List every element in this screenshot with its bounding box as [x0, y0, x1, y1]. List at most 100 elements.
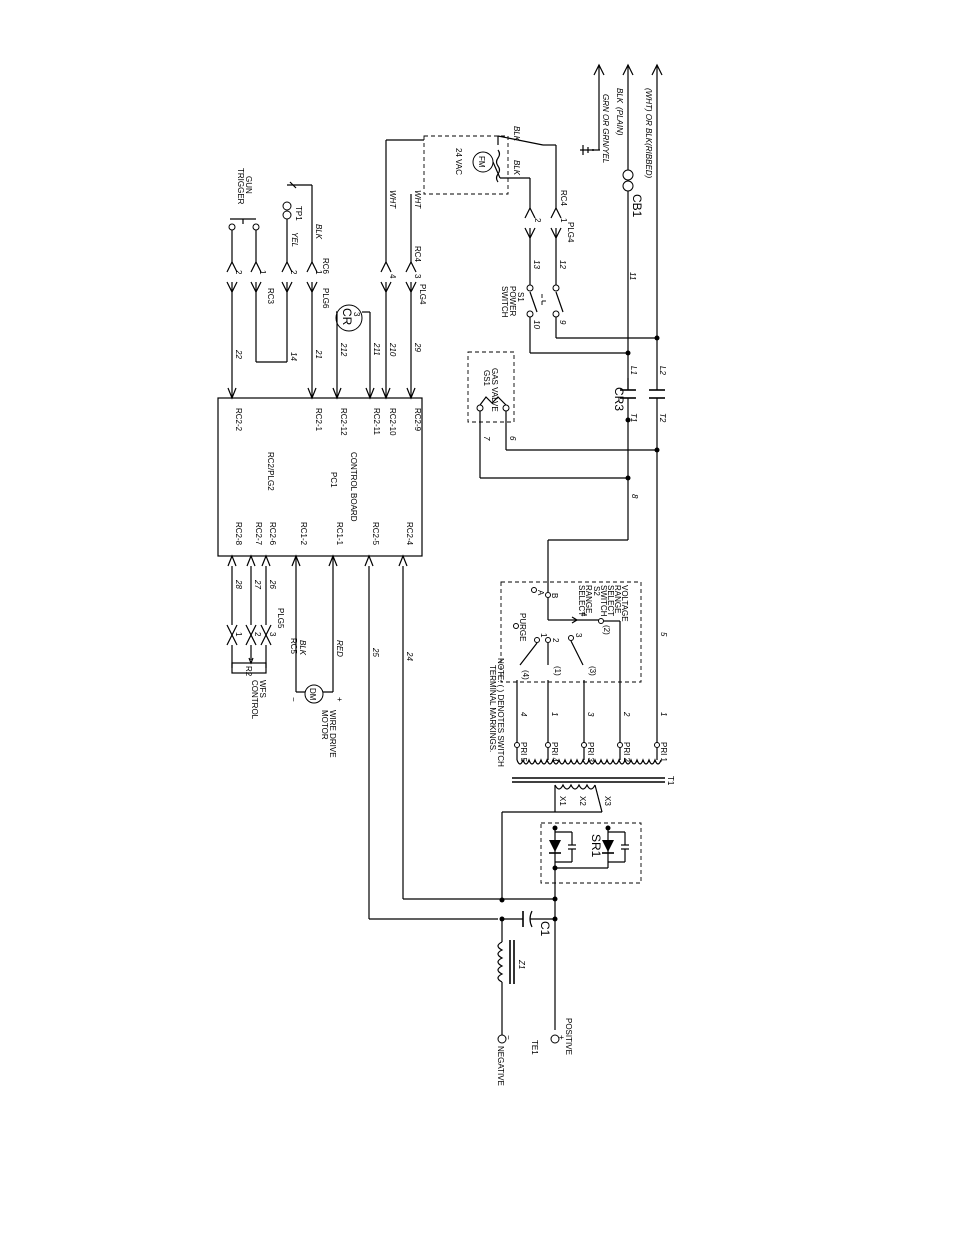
plg4-label: PLG4	[418, 284, 427, 305]
pri-wire-1b: 1	[550, 712, 559, 716]
tp1-lead-blk: BLK	[314, 224, 323, 240]
pri3-label: PRI 3	[586, 742, 595, 763]
dm-label: DM	[308, 688, 317, 701]
pin-rc2-10: RC2-10	[388, 408, 397, 436]
pin-rc2-7: RC2-7	[254, 522, 263, 546]
gas-valve-title: GAS VALVE	[490, 368, 499, 412]
rc6-pin1-label: 1	[314, 270, 323, 275]
neg-terminal-sign: −	[504, 1035, 513, 1040]
pin-rc2-9: RC2-9	[413, 408, 422, 432]
x3-label: X3	[603, 796, 612, 806]
s1-label: S1	[516, 292, 525, 302]
pri2-label: PRI 2	[622, 742, 631, 763]
note-line2: TERMINAL MARKINGS.	[488, 665, 497, 752]
l2-type-label: (PLAIN)	[615, 107, 624, 136]
term-1-label: (1)	[553, 666, 562, 676]
wfs-control: 1 2 3 RC5 PLG5 R2 WFS CONTROL 28 27 26	[226, 566, 298, 720]
gun-trigger-circuit: GUN TRIGGER 2 1 RC3 22 14	[226, 168, 298, 398]
wire-212-label: 212	[339, 342, 348, 357]
relay-label-number: 3	[352, 312, 361, 317]
rc5-pin2-label: 2	[253, 632, 262, 637]
term-3-label: (3)	[588, 666, 597, 676]
pri-wire-4: 4	[519, 712, 528, 717]
fan-lead-wht2: WHT	[413, 190, 422, 209]
pc1-label: PC1	[329, 472, 338, 488]
motor-lead-red: RED	[335, 640, 344, 657]
power-switch-title2: SWITCH	[500, 286, 509, 318]
wire-9-label: 9	[558, 320, 567, 325]
pri5-label: PRI 5	[519, 742, 528, 763]
incoming-power: GRN OR GRN/YEL BLK (PLAIN) (WHT) OR BLK(…	[580, 63, 667, 390]
gs1-label: GS1	[482, 370, 491, 387]
motor-plus: +	[335, 697, 344, 702]
fan-lead-blk1: BLK	[512, 126, 521, 142]
l1-color-label: (WHT) OR BLK(RIBBED)	[644, 88, 653, 179]
range-select-title1: RANGE	[584, 585, 593, 613]
term-4-label: (4)	[521, 670, 530, 680]
fan-lead-wht1: WHT	[388, 190, 397, 209]
purge-label: PURGE	[518, 613, 527, 641]
wire-28-label: 28	[234, 579, 243, 589]
pin-rc1-1: RC1-1	[335, 522, 344, 546]
plg5-label: PLG5	[276, 608, 285, 629]
positive-label: POSITIVE	[564, 1018, 573, 1055]
trigger-title: TRIGGER	[236, 168, 245, 205]
vs-title4: SWITCH	[599, 585, 608, 617]
ground-wire-label: GRN OR GRN/YEL	[601, 94, 610, 163]
wfs-title1: WFS	[258, 680, 267, 698]
voltage-select-switch: VOLTAGE RANGE SELECT SWITCH S2 RANGE SEL…	[488, 581, 642, 767]
wfs-title2: CONTROL	[250, 680, 259, 720]
relay-cr3-coil: CR 3 212 211	[335, 304, 381, 398]
r2-label: R2	[244, 666, 253, 677]
wire-t1-label: T1	[629, 413, 638, 422]
motor-lead-blk: BLK	[298, 640, 307, 656]
x2-label: X2	[578, 796, 587, 806]
rc4-label-top: RC4	[559, 190, 568, 207]
pos-b-label: B	[550, 593, 559, 598]
pin-rc2-4: RC2-4	[405, 522, 414, 546]
pin1-label-top: 1	[559, 218, 568, 223]
wire-t2-label: T2	[658, 413, 667, 423]
wire-l2-label: L2	[658, 366, 667, 375]
cb1-label: CB1	[630, 194, 644, 218]
rc6-pin2-label: 2	[289, 270, 298, 275]
gun-pin2-label: 2	[234, 270, 243, 275]
z1-label: Z1	[517, 959, 526, 969]
pin-rc2-12: RC2-12	[339, 408, 348, 436]
wire-211-label: 211	[372, 342, 381, 356]
rc5-pin1-label: 1	[234, 632, 243, 637]
plg4-label-top: PLG4	[566, 222, 575, 243]
contactor-cr3: CR3 T1 T2	[612, 335, 667, 745]
control-board: CONTROL BOARD PC1 RC2/PLG2 RC2-9 RC2-10 …	[217, 387, 423, 567]
thermal-protector: TP1 YEL BLK 2 1 RC6 PLG6 21	[281, 181, 330, 398]
gas-valve: GAS VALVE GS1 6 7 8	[467, 351, 657, 592]
rectifier-sr1: SR1	[499, 822, 642, 1030]
pin-rc2-8: RC2-8	[234, 522, 243, 546]
wire-12-label: 12	[558, 260, 567, 269]
wire-11-label: 11	[628, 272, 637, 280]
pin-rc2-11: RC2-11	[372, 408, 381, 436]
c1-label: C1	[538, 921, 552, 937]
pin-rc2-6: RC2-6	[268, 522, 277, 546]
rc6-label: RC6	[321, 258, 330, 275]
fan-voltage-label: 24 VAC	[454, 148, 463, 175]
wire-27-label: 27	[253, 579, 262, 589]
power-switch-title1: POWER	[508, 286, 517, 316]
t1-label: T1	[666, 776, 675, 786]
pos-2-label: 2	[551, 638, 560, 643]
motor-minus: −	[289, 697, 298, 702]
pin2-label-top: 2	[533, 218, 542, 223]
tp1-lead-yel: YEL	[290, 232, 299, 247]
motor-title2: MOTOR	[320, 710, 329, 740]
pin4-label: 4	[388, 274, 397, 279]
wire-210-label: 210	[388, 342, 397, 357]
motor-title1: WIRE DRIVE	[328, 710, 337, 758]
wire-21-label: 21	[314, 349, 323, 359]
pin-rc2-2: RC2-2	[234, 408, 243, 432]
term-2-label: (2)	[602, 625, 611, 635]
wire-29-label: 29	[413, 342, 422, 352]
fan-lead-blk2: BLK	[512, 160, 521, 176]
rc5-pin3-label: 3	[268, 632, 277, 637]
gun-pin1-label: 1	[258, 270, 267, 275]
